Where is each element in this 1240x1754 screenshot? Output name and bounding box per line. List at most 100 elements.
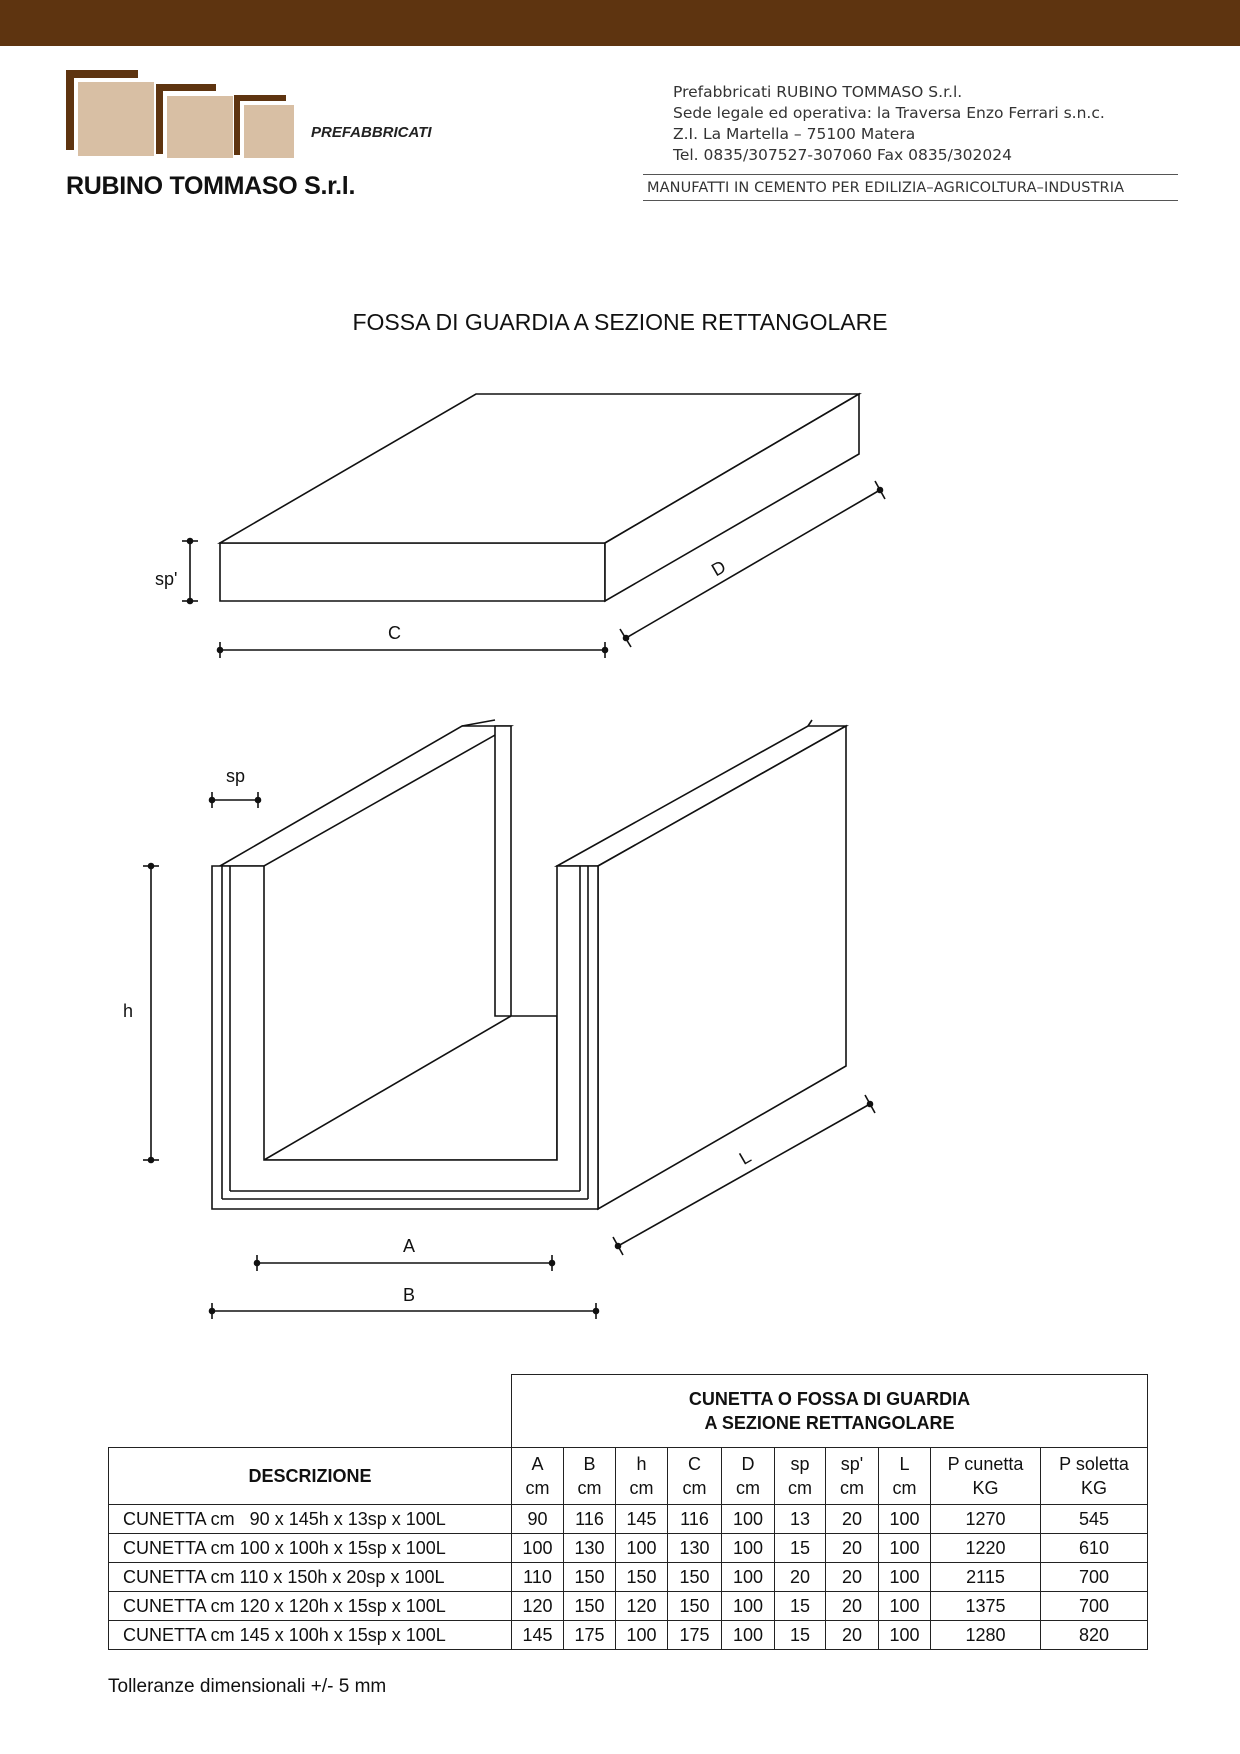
- table-cell: 100: [721, 1591, 775, 1621]
- table-row: CUNETTA cm 110 x 150h x 20sp x 100L 110 …: [108, 1562, 1148, 1592]
- table-cell: 545: [1040, 1504, 1148, 1534]
- table-cell: 110: [511, 1562, 564, 1592]
- row-description: CUNETTA cm 110 x 150h x 20sp x 100L: [108, 1562, 512, 1592]
- table-cell: 116: [563, 1504, 616, 1534]
- row-description: CUNETTA cm 145 x 100h x 15sp x 100L: [108, 1620, 512, 1650]
- table-cell: 150: [615, 1562, 668, 1592]
- table-cell: 20: [774, 1562, 826, 1592]
- table-cell: 100: [721, 1533, 775, 1563]
- table-cell: 2115: [930, 1562, 1041, 1592]
- table-cell: 1375: [930, 1591, 1041, 1621]
- company-line: Prefabbricati RUBINO TOMMASO S.r.l.: [673, 83, 963, 101]
- table-cell: 120: [615, 1591, 668, 1621]
- table-cell: 150: [563, 1562, 616, 1592]
- table-cell: 13: [774, 1504, 826, 1534]
- table-cell: 90: [511, 1504, 564, 1534]
- row-description: CUNETTA cm 90 x 145h x 13sp x 100L: [108, 1504, 512, 1534]
- column-header: sp'cm: [825, 1447, 879, 1505]
- table-cell: 1280: [930, 1620, 1041, 1650]
- company-line: Sede legale ed operativa: la Traversa En…: [673, 104, 1105, 122]
- label-b: B: [403, 1285, 415, 1305]
- slab-dimension-c: [216, 642, 609, 658]
- channel-dimension-h: [143, 862, 159, 1164]
- table-row: CUNETTA cm 90 x 145h x 13sp x 100L 90 11…: [108, 1504, 1148, 1534]
- company-line: Z.I. La Martella – 75100 Matera: [673, 125, 916, 143]
- label-h: h: [123, 1001, 133, 1021]
- table-cell: 100: [878, 1533, 931, 1563]
- table-row: CUNETTA cm 100 x 100h x 15sp x 100L 100 …: [108, 1533, 1148, 1563]
- table-cell: 175: [563, 1620, 616, 1650]
- table-cell: 15: [774, 1620, 826, 1650]
- slab-dimension-d: [619, 480, 886, 648]
- tolerance-note: Tolleranze dimensionali +/- 5 mm: [108, 1676, 387, 1697]
- table-cell: 116: [667, 1504, 722, 1534]
- table-cell: 100: [615, 1533, 668, 1563]
- table-cell: 700: [1040, 1591, 1148, 1621]
- label-l: L: [736, 1146, 755, 1168]
- row-description: CUNETTA cm 120 x 120h x 15sp x 100L: [108, 1591, 512, 1621]
- row-description: CUNETTA cm 100 x 100h x 15sp x 100L: [108, 1533, 512, 1563]
- table-cell: 20: [825, 1504, 879, 1534]
- table-cell: 175: [667, 1620, 722, 1650]
- table-cell: 150: [667, 1562, 722, 1592]
- table-cell: 100: [721, 1620, 775, 1650]
- table-group-header-row: CUNETTA O FOSSA DI GUARDIA A SEZIONE RET…: [109, 1374, 1148, 1448]
- table-cell: 100: [878, 1562, 931, 1592]
- channel-dimension-a: [253, 1255, 556, 1271]
- table-row: CUNETTA cm 120 x 120h x 15sp x 100L 120 …: [108, 1591, 1148, 1621]
- table-cell: 20: [825, 1620, 879, 1650]
- table-empty-cell: [109, 1375, 512, 1448]
- table-cell: 15: [774, 1533, 826, 1563]
- table-cell: 145: [615, 1504, 668, 1534]
- company-logo: [66, 70, 294, 158]
- slab-drawing: [217, 392, 862, 603]
- page-title: FOSSA DI GUARDIA A SEZIONE RETTANGOLARE: [352, 309, 888, 335]
- table-cell: 120: [511, 1591, 564, 1621]
- table-cell: 700: [1040, 1562, 1148, 1592]
- table-group-header: CUNETTA O FOSSA DI GUARDIA A SEZIONE RET…: [511, 1374, 1148, 1448]
- table-cell: 820: [1040, 1620, 1148, 1650]
- table-cell: 1270: [930, 1504, 1041, 1534]
- group-header-line: CUNETTA O FOSSA DI GUARDIA: [688, 1389, 971, 1409]
- table-cell: 150: [667, 1591, 722, 1621]
- table-cell: 150: [563, 1591, 616, 1621]
- technical-drawing: sp' C D sp: [123, 392, 886, 1319]
- tagline: MANUFATTI IN CEMENTO PER EDILIZIA–AGRICO…: [643, 174, 1178, 201]
- table-cell: 20: [825, 1591, 879, 1621]
- table-cell: 100: [511, 1533, 564, 1563]
- column-header-descrizione: DESCRIZIONE: [108, 1447, 512, 1505]
- brand-subtitle: PREFABBRICATI: [311, 124, 432, 141]
- channel-dimension-l: [612, 1094, 876, 1256]
- brand-name: RUBINO TOMMASO S.r.l.: [66, 172, 356, 200]
- group-header-line: A SEZIONE RETTANGOLARE: [704, 1413, 955, 1433]
- label-c: C: [388, 623, 401, 643]
- channel-dimension-b: [208, 1303, 600, 1319]
- channel-drawing: [211, 719, 850, 1211]
- header-band: [0, 0, 1240, 46]
- table-cell: 20: [825, 1562, 879, 1592]
- table-cell: 15: [774, 1591, 826, 1621]
- table-cell: 100: [878, 1591, 931, 1621]
- table-cell: 610: [1040, 1533, 1148, 1563]
- label-d: D: [708, 556, 729, 580]
- table-cell: 100: [721, 1562, 775, 1592]
- company-line: Tel. 0835/307527-307060 Fax 0835/302024: [673, 146, 1012, 164]
- table-cell: 130: [667, 1533, 722, 1563]
- table-cell: 100: [615, 1620, 668, 1650]
- table-row: CUNETTA cm 145 x 100h x 15sp x 100L 145 …: [108, 1620, 1148, 1650]
- table-cell: 100: [721, 1504, 775, 1534]
- label-sp: sp: [226, 766, 245, 786]
- table-cell: 100: [878, 1504, 931, 1534]
- company-info: Prefabbricati RUBINO TOMMASO S.r.l. Sede…: [673, 82, 1105, 166]
- slab-dimension-sp-prime: [182, 537, 198, 605]
- table-cell: 1220: [930, 1533, 1041, 1563]
